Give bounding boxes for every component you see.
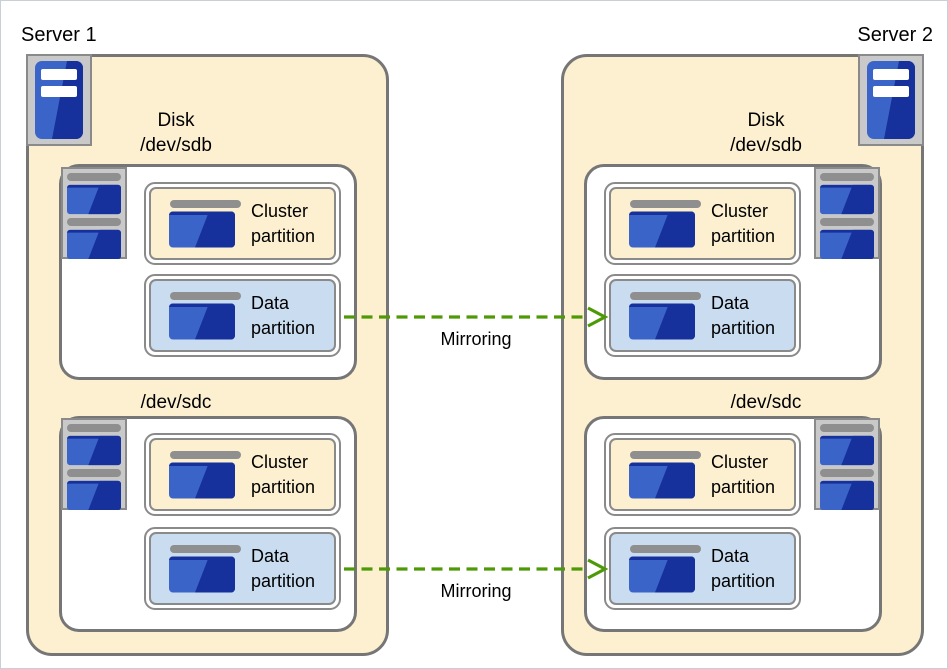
data-partition-server1-sdb: Data partition xyxy=(144,274,341,357)
disk-title-line: Disk xyxy=(747,110,785,131)
partition-label: Data partition xyxy=(711,291,775,341)
data-partition-server1-sdc: Data partition xyxy=(144,527,341,610)
disk-sdb-title-server2: Disk /dev/sdb xyxy=(686,108,846,158)
partition-label: Cluster partition xyxy=(251,199,315,249)
partition-label: Cluster partition xyxy=(711,199,775,249)
disk-sdc-title-server2: /dev/sdc xyxy=(686,390,846,415)
disk-title-line: /dev/sdb xyxy=(730,135,802,156)
cluster-partition-server2-sdb: Cluster partition xyxy=(604,182,801,265)
server-icon xyxy=(858,54,924,146)
partition-label-line: partition xyxy=(711,570,776,591)
partition-label-line: Cluster xyxy=(251,200,309,221)
disk-sdc-title-server1: /dev/sdc xyxy=(96,390,256,415)
cluster-partition-inner: Cluster partition xyxy=(149,187,336,260)
disk-icon xyxy=(167,543,243,595)
cluster-partition-server1-sdb: Cluster partition xyxy=(144,182,341,265)
cluster-partition-server1-sdc: Cluster partition xyxy=(144,433,341,516)
disk-icon xyxy=(627,449,703,501)
partition-label: Cluster partition xyxy=(711,450,775,500)
partition-label-line: Cluster xyxy=(711,200,769,221)
disk-title-line: /dev/sdc xyxy=(730,392,802,413)
partition-label-line: Data xyxy=(711,545,750,566)
partition-label-line: Data xyxy=(711,292,750,313)
disk-stack-icon xyxy=(61,418,127,510)
data-partition-inner: Data partition xyxy=(149,532,336,605)
partition-label-line: Cluster xyxy=(711,451,769,472)
disk-icon xyxy=(627,198,703,250)
partition-label: Cluster partition xyxy=(251,450,315,500)
partition-label-line: partition xyxy=(251,225,316,246)
cluster-partition-inner: Cluster partition xyxy=(609,438,796,511)
partition-label: Data partition xyxy=(251,291,315,341)
partition-label: Data partition xyxy=(711,544,775,594)
partition-label-line: Data xyxy=(251,292,290,313)
partition-label-line: Data xyxy=(251,545,290,566)
disk-icon xyxy=(167,290,243,342)
cluster-partition-inner: Cluster partition xyxy=(149,438,336,511)
disk-icon xyxy=(167,198,243,250)
mirroring-arrow-icon xyxy=(342,305,610,329)
data-partition-inner: Data partition xyxy=(609,532,796,605)
partition-label-line: partition xyxy=(251,476,316,497)
disk-stack-icon xyxy=(814,167,880,259)
cluster-partition-server2-sdc: Cluster partition xyxy=(604,433,801,516)
server-2-label: Server 2 xyxy=(857,24,933,46)
disk-stack-icon xyxy=(61,167,127,259)
mirroring-label: Mirroring xyxy=(440,329,512,349)
server-1-label: Server 1 xyxy=(21,24,97,46)
disk-icon xyxy=(627,543,703,595)
partition-label-line: partition xyxy=(251,570,316,591)
data-partition-inner: Data partition xyxy=(609,279,796,352)
partition-label-line: partition xyxy=(251,317,316,338)
server-icon xyxy=(26,54,92,146)
partition-label-line: partition xyxy=(711,317,776,338)
partition-label-line: partition xyxy=(711,225,776,246)
disk-title-line: Disk xyxy=(157,110,195,131)
partition-label: Data partition xyxy=(251,544,315,594)
partition-label-line: Cluster xyxy=(251,451,309,472)
disk-icon xyxy=(167,449,243,501)
disk-title-line: /dev/sdb xyxy=(140,135,212,156)
mirroring-arrow-icon xyxy=(342,557,610,581)
partition-label-line: partition xyxy=(711,476,776,497)
disk-title-line: /dev/sdc xyxy=(140,392,212,413)
disk-icon xyxy=(627,290,703,342)
disk-stack-icon xyxy=(814,418,880,510)
data-partition-server2-sdb: Data partition xyxy=(604,274,801,357)
data-partition-server2-sdc: Data partition xyxy=(604,527,801,610)
disk-sdb-title-server1: Disk /dev/sdb xyxy=(96,108,256,158)
mirroring-label: Mirroring xyxy=(440,581,512,601)
data-partition-inner: Data partition xyxy=(149,279,336,352)
cluster-partition-inner: Cluster partition xyxy=(609,187,796,260)
